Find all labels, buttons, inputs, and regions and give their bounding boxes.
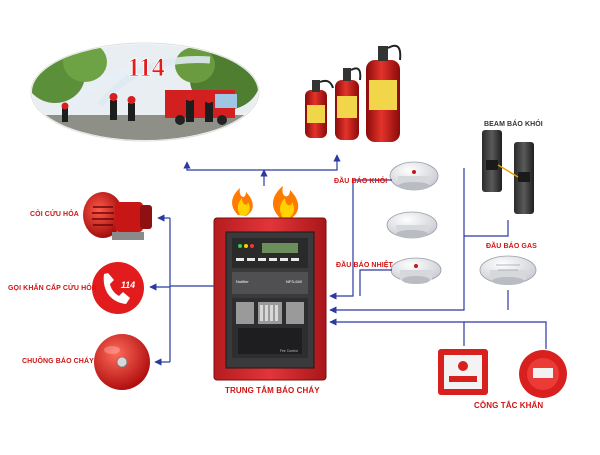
heat-detector <box>390 257 442 284</box>
manual-call-point-label: CÔNG TẮC KHẨN <box>474 401 544 410</box>
connector-lines <box>149 154 547 366</box>
control-panel-label: TRUNG TÂM BÁO CHÁY <box>225 386 320 395</box>
flame-icon <box>232 188 253 216</box>
extinguisher-small <box>305 79 334 138</box>
fire-bell-label: CHUÔNG BÁO CHÁY <box>22 358 94 365</box>
extinguisher-large <box>366 44 402 142</box>
panel-caption-text: Fire Control <box>280 349 299 353</box>
smoke-detector <box>389 161 439 191</box>
smoke-detector-label: ĐẦU BÁO KHÓI <box>334 178 388 185</box>
fire-siren <box>83 192 152 240</box>
emergency-call-phone-icon: 114 <box>92 262 144 314</box>
fire-extinguishers <box>305 44 402 142</box>
beam-detector-label: BEAM BÁO KHÓI <box>484 121 543 128</box>
extinguisher-medium <box>335 67 362 140</box>
siren-label: CÒI CỨU HỎA <box>30 211 79 218</box>
manual-alarm-button <box>519 350 567 398</box>
fire-alarm-control-panel: Notifier NFS-640 Fire Control <box>213 217 327 381</box>
panel-model-text: NFS-640 <box>286 279 303 284</box>
flame-icon <box>272 186 299 219</box>
gas-detector <box>479 255 537 285</box>
emergency-call-label: GỌI KHẨN CẤP CỨU HỎA <box>8 285 97 292</box>
smoke-detector-secondary <box>386 211 438 239</box>
firefighters-photo: 114 <box>30 42 260 142</box>
emergency-number-114: 114 <box>127 53 165 82</box>
heat-detector-label: ĐẦU BÁO NHIỆT <box>336 262 393 269</box>
fire-bell <box>94 334 150 390</box>
beam-smoke-detector <box>482 130 534 214</box>
panel-brand-text: Notifier <box>236 279 249 284</box>
gas-detector-label: ĐẦU BÁO GAS <box>486 243 537 250</box>
phone-number-114: 114 <box>121 280 135 290</box>
manual-call-point <box>438 349 488 395</box>
